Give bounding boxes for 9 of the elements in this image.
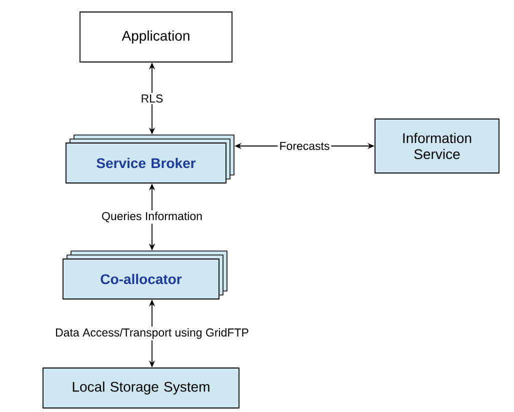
edge-label: Data Access/Transport using GridFTP [54,326,250,340]
edge-label: Queries Information [100,210,204,224]
stacked-box: Co-allocator [62,250,228,300]
process-box: Application [80,12,232,62]
process-box: Local Storage System [42,368,240,408]
edge-label: RLS [139,92,165,104]
stacked-box: Service Broker [66,134,234,184]
process-box: Information Service [374,118,500,174]
edge-label: Forecasts [278,140,332,152]
